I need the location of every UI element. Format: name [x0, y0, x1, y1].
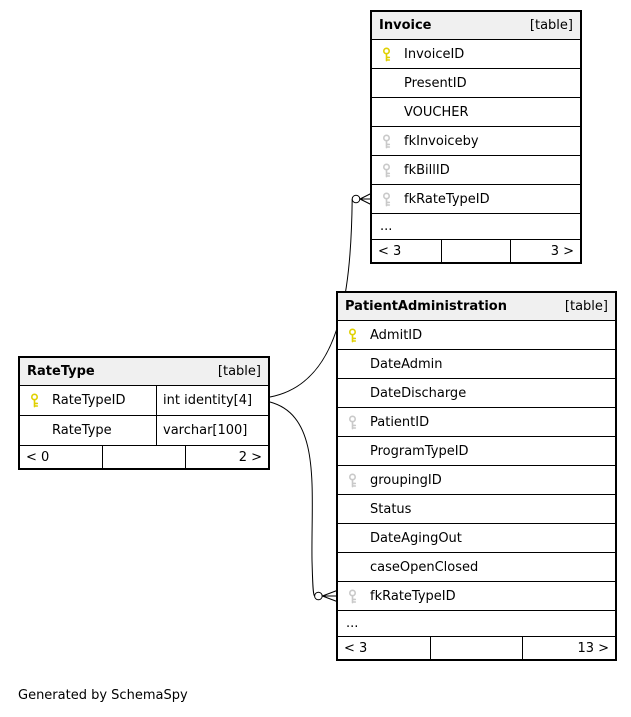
table-invoice: Invoice [table] InvoiceID PresentID VOUC…	[370, 10, 582, 264]
footer-middle	[429, 637, 523, 659]
column-type: varchar[100]	[163, 423, 248, 438]
table-name[interactable]: RateType	[27, 364, 95, 379]
column-name: PatientID	[370, 414, 430, 430]
column-row: fkRateTypeID	[372, 185, 580, 214]
table-footer: < 3 3 >	[372, 240, 580, 262]
footer-right: 2 >	[185, 446, 268, 468]
column-name: DateAgingOut	[370, 530, 462, 546]
crowfoot-patientadministration	[322, 590, 338, 602]
column-row: fkRateTypeID	[338, 582, 615, 611]
column-name-cell: RateType	[20, 416, 157, 445]
column-row: PresentID	[372, 69, 580, 98]
column-type: int identity[4]	[163, 393, 253, 408]
column-name: fkBillID	[404, 162, 450, 178]
table-invoice-header[interactable]: Invoice [table]	[372, 12, 580, 40]
table-footer: < 0 2 >	[20, 446, 268, 468]
column-name-cell: RateTypeID	[20, 386, 157, 415]
column-name: fkRateTypeID	[370, 588, 456, 604]
column-name: groupingID	[370, 472, 442, 488]
column-row: caseOpenClosed	[338, 553, 615, 582]
table-ratetype: RateType [table] RateTypeID int identity…	[18, 356, 270, 470]
column-row: DateDischarge	[338, 379, 615, 408]
footer-middle	[440, 240, 511, 262]
table-patientadministration: PatientAdministration [table] AdmitID Da…	[336, 291, 617, 661]
table-ratetype-header[interactable]: RateType [table]	[20, 358, 268, 386]
column-row: groupingID	[338, 466, 615, 495]
footer-right: 13 >	[522, 637, 615, 659]
primary-key-icon	[382, 46, 404, 62]
column-name: ProgramTypeID	[370, 443, 469, 459]
column-name: VOUCHER	[404, 104, 469, 120]
column-row: fkBillID	[372, 156, 580, 185]
column-row: PatientID	[338, 408, 615, 437]
foreign-key-icon	[382, 162, 404, 178]
table-type-label: [table]	[217, 364, 261, 379]
column-row: DateAgingOut	[338, 524, 615, 553]
foreign-key-icon	[348, 588, 370, 604]
table-footer: < 3 13 >	[338, 637, 615, 659]
column-name: caseOpenClosed	[370, 559, 479, 575]
column-name: RateTypeID	[52, 393, 126, 408]
column-name: DateDischarge	[370, 385, 467, 401]
column-row: InvoiceID	[372, 40, 580, 69]
column-row: ProgramTypeID	[338, 437, 615, 466]
column-name: PresentID	[404, 75, 467, 91]
column-row: Status	[338, 495, 615, 524]
more-columns-indicator: ...	[372, 214, 580, 240]
column-name: RateType	[52, 423, 112, 438]
column-row: VOUCHER	[372, 98, 580, 127]
table-name[interactable]: PatientAdministration	[345, 299, 507, 314]
column-name: fkRateTypeID	[404, 191, 490, 207]
table-name[interactable]: Invoice	[379, 18, 432, 33]
crowfoot-invoice	[359, 193, 372, 205]
column-row: fkInvoiceby	[372, 127, 580, 156]
column-name: InvoiceID	[404, 46, 465, 62]
column-name: AdmitID	[370, 327, 423, 343]
footer-left: < 0	[26, 449, 50, 465]
foreign-key-icon	[348, 414, 370, 430]
table-type-label: [table]	[564, 299, 608, 314]
column-row: DateAdmin	[338, 350, 615, 379]
primary-key-icon	[30, 393, 52, 408]
column-row: AdmitID	[338, 321, 615, 350]
footer-left: < 3	[378, 243, 402, 259]
nullable-dot-invoice	[351, 194, 361, 204]
relation-line-ratetype-patientadministration	[269, 401, 316, 597]
table-patientadministration-header[interactable]: PatientAdministration [table]	[338, 293, 615, 321]
column-name: DateAdmin	[370, 356, 443, 372]
generator-note: Generated by SchemaSpy	[18, 688, 188, 703]
table-type-label: [table]	[529, 18, 573, 33]
primary-key-icon	[348, 327, 370, 343]
nullable-dot-patientadministration	[314, 591, 323, 601]
column-row: RateTypeID int identity[4]	[20, 386, 268, 416]
foreign-key-icon	[382, 133, 404, 149]
foreign-key-icon	[348, 472, 370, 488]
foreign-key-icon	[382, 191, 404, 207]
column-row: RateType varchar[100]	[20, 416, 268, 446]
more-columns-indicator: ...	[338, 611, 615, 637]
column-name: Status	[370, 501, 412, 517]
footer-left: < 3	[344, 640, 368, 656]
footer-middle	[102, 446, 185, 468]
column-name: fkInvoiceby	[404, 133, 479, 149]
footer-right: 3 >	[510, 240, 580, 262]
